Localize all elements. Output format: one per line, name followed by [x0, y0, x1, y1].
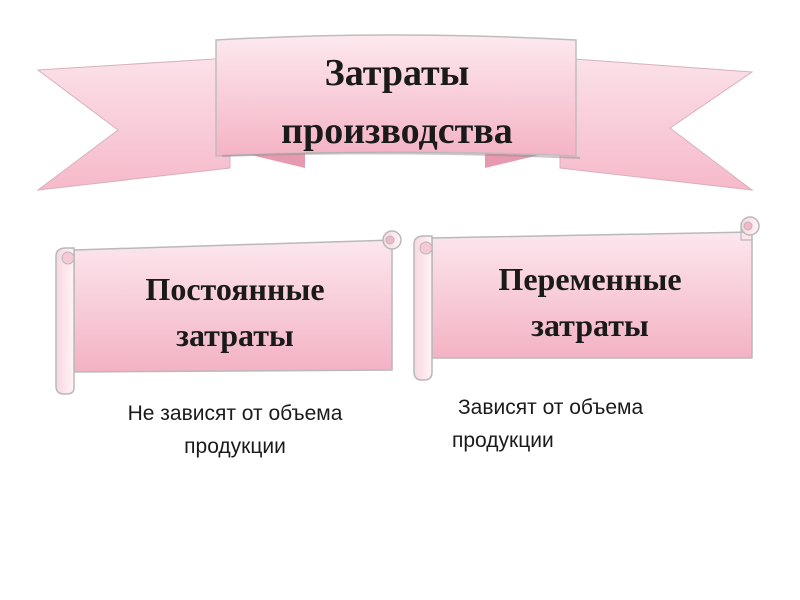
banner-title-line1: Затраты — [324, 52, 470, 94]
fixed-costs-title-line1: Постоянные — [145, 271, 325, 307]
fixed-costs-scroll — [55, 230, 402, 395]
variable-costs-desc-line1: Зависят от объема — [458, 396, 644, 419]
fixed-costs-title: Постоянные затраты — [80, 266, 390, 358]
variable-costs-title-line2: затраты — [531, 307, 649, 343]
variable-costs-scroll — [413, 216, 760, 381]
variable-costs-title: Переменные затраты — [430, 256, 750, 348]
fixed-costs-desc-line2: продукции — [184, 435, 286, 458]
fixed-costs-desc-line1: Не зависят от объема — [127, 402, 343, 425]
banner-title: Затраты производства — [222, 44, 572, 160]
variable-costs-title-line1: Переменные — [498, 261, 682, 297]
banner-title-line2: производства — [281, 110, 513, 152]
fixed-costs-description: Не зависят от объема продукции — [90, 397, 380, 463]
title-ribbon-banner — [36, 34, 754, 191]
fixed-costs-title-line2: затраты — [176, 317, 294, 353]
variable-costs-desc-line2: продукции — [452, 429, 554, 452]
variable-costs-description: Зависят от объема продукции — [452, 391, 702, 457]
